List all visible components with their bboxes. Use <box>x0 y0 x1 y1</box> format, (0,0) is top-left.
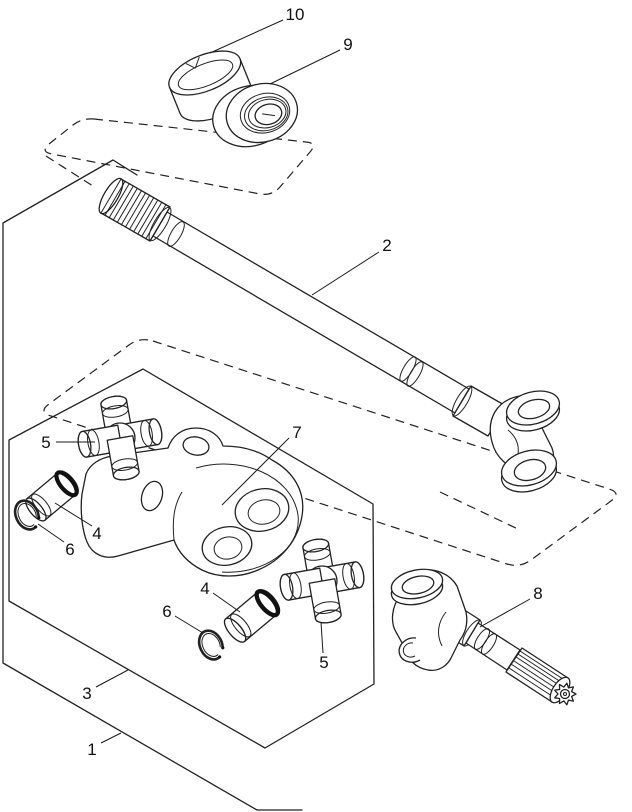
callout-label-4-upper: 4 <box>92 524 101 543</box>
leader-3 <box>95 669 129 688</box>
callout-label-1: 1 <box>87 740 96 759</box>
leader-7 <box>221 437 290 506</box>
callout-label-6-lower: 6 <box>162 602 171 621</box>
part-stub-shaft <box>390 568 577 706</box>
callout-label-2: 2 <box>382 236 391 255</box>
leader-1 <box>100 732 122 744</box>
callout-label-10: 10 <box>286 5 305 24</box>
yoke-eye-upper-bore <box>517 398 551 420</box>
center-yoke-face-rim <box>195 463 299 573</box>
seal-ring-1 <box>239 92 291 134</box>
callout-label-3: 3 <box>82 684 91 703</box>
part-bearing-cup-lower <box>221 587 283 646</box>
callout-label-7: 7 <box>292 423 301 442</box>
callout-label-8: 8 <box>533 584 542 603</box>
shaft-yoke-saddle <box>507 429 519 455</box>
collar-split <box>185 56 200 69</box>
dashed-outline-top <box>44 118 314 195</box>
seal-ring-2 <box>244 96 289 132</box>
leader-10 <box>209 19 284 54</box>
center-yoke-ear-hole <box>140 480 164 512</box>
callout-label-5-lower: 5 <box>319 653 328 672</box>
leader-8 <box>479 598 531 628</box>
callout-label-9: 9 <box>343 35 352 54</box>
center-yoke-bore-lower <box>201 526 253 566</box>
center-yoke-bore-right-inner <box>247 499 281 525</box>
leader-5-lower <box>320 621 324 654</box>
center-yoke-plate-edge <box>172 491 183 541</box>
shaft-step <box>167 221 185 247</box>
leader-2 <box>311 251 380 296</box>
yoke-eye-lower-bore <box>513 458 547 482</box>
spline-hatching <box>100 178 171 242</box>
collar-inner-rim <box>177 59 234 91</box>
seal-ring-3 <box>248 98 287 129</box>
outer-kit-outline <box>2 159 303 811</box>
shaft-shoulder <box>148 206 172 242</box>
center-yoke-arch-hole <box>182 436 210 456</box>
seal-center-mark <box>262 113 276 117</box>
stub-spline-center-hole <box>563 692 567 696</box>
callout-label-4-lower: 4 <box>200 579 209 598</box>
leader-9 <box>269 49 341 85</box>
collar-arc <box>451 385 473 417</box>
part-seal-ring <box>212 82 299 148</box>
callout-leaders <box>37 19 531 744</box>
leader-4-lower <box>212 592 241 613</box>
stub-ring-2 <box>480 633 498 655</box>
dashed-outline-middle <box>43 339 617 566</box>
center-yoke-bore-right <box>234 488 290 532</box>
callout-label-5-upper: 5 <box>41 433 50 452</box>
shaft-body <box>152 211 470 414</box>
inner-kit-outline <box>8 368 375 749</box>
alignment-line-top <box>45 155 97 189</box>
stub-spline-hub <box>559 688 571 700</box>
leader-4-upper <box>54 502 93 527</box>
stub-yoke-ear-inner <box>402 642 416 658</box>
leader-6-lower <box>174 615 204 634</box>
stub-yoke-waist <box>438 611 447 647</box>
part-axle-shaft <box>98 177 561 493</box>
shaft-ring-2 <box>406 361 424 387</box>
center-yoke-bore-lower-inner <box>213 536 243 560</box>
callout-labels: 10 9 2 5 4 6 7 4 6 5 8 3 1 <box>41 5 542 759</box>
part-snap-ring-lower <box>193 625 230 666</box>
part-bearing-cup-upper <box>22 468 81 524</box>
collar-top-rim <box>168 50 242 96</box>
callout-label-6-upper: 6 <box>65 540 74 559</box>
leader-6-upper <box>37 523 65 543</box>
alignment-line-middle <box>439 491 521 531</box>
stub-spline-teeth <box>508 650 567 699</box>
stub-eye-bore <box>401 575 435 595</box>
part-u-joint-spider-lower <box>277 536 367 626</box>
